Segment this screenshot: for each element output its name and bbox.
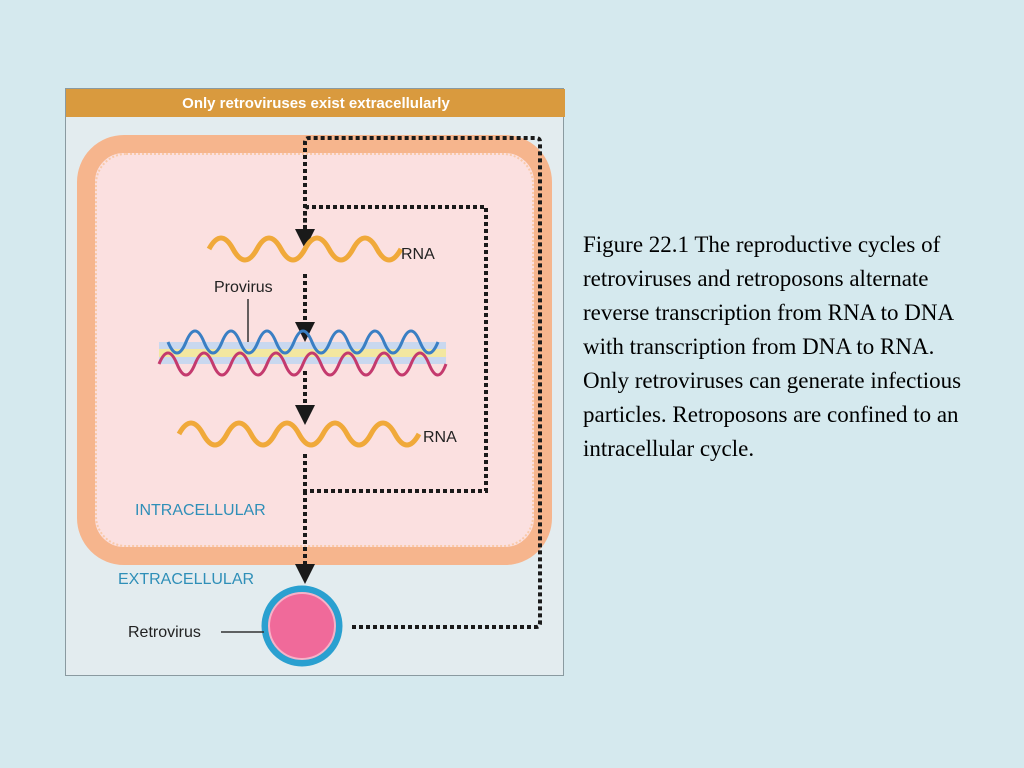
dna-strand-a	[157, 351, 448, 377]
rna-strand-bottom	[176, 420, 422, 448]
retrovirus-label: Retrovirus	[128, 624, 201, 641]
rna-label-bottom: RNA	[423, 429, 457, 446]
retrovirus-particle-core-ring	[268, 592, 336, 660]
retrovirus-particle-shell	[261, 585, 343, 667]
figure-header-bar	[66, 89, 565, 117]
figure-caption: Figure 22.1 The reproductive cycles of r…	[583, 232, 962, 461]
figure-panel: Only retroviruses exist extracellularly …	[65, 88, 565, 676]
provirus-label: Provirus	[214, 279, 273, 296]
dna-duplex-core	[159, 349, 446, 357]
rna-strand-top	[206, 235, 404, 263]
figure-header-title: Only retroviruses exist extracellularly	[182, 95, 450, 112]
retrovirus-cycle-diagram: Only retroviruses exist extracellularly …	[66, 89, 565, 667]
extracellular-label: EXTRACELLULAR	[118, 571, 254, 588]
intracellular-label: INTRACELLULAR	[135, 502, 266, 519]
cell-membrane-inner-edge	[95, 153, 534, 547]
rna-label-top: RNA	[401, 246, 435, 263]
dna-strand-b	[166, 329, 440, 355]
retrovirus-cycle-path	[295, 136, 542, 629]
retroposon-cycle-path	[303, 205, 488, 493]
